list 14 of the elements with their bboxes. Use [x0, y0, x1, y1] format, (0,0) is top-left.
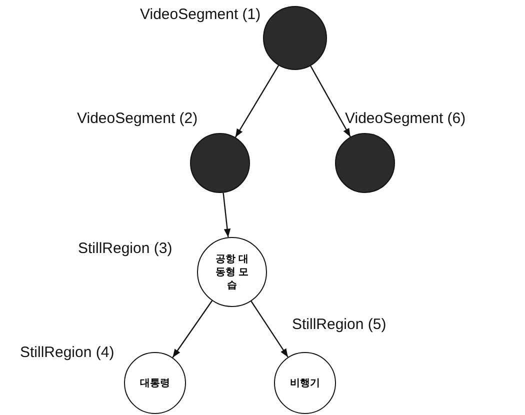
segment-label: VideoSegment (6)	[345, 110, 466, 127]
segment-label: StillRegion (5)	[292, 316, 386, 333]
arrow	[234, 65, 280, 138]
node-label: 비행기	[289, 376, 321, 390]
segment-label: StillRegion (3)	[78, 240, 172, 257]
segment-label: VideoSegment (2)	[77, 110, 198, 127]
segment-label: VideoSegment (1)	[140, 6, 261, 23]
arrow	[310, 66, 351, 138]
arrow	[222, 192, 231, 238]
segment-label: StillRegion (4)	[20, 344, 114, 361]
node-label: 공항 대동형 모습	[214, 252, 250, 292]
arrow	[172, 300, 213, 358]
arrow	[250, 300, 288, 358]
node-label: 대통령	[139, 376, 171, 390]
